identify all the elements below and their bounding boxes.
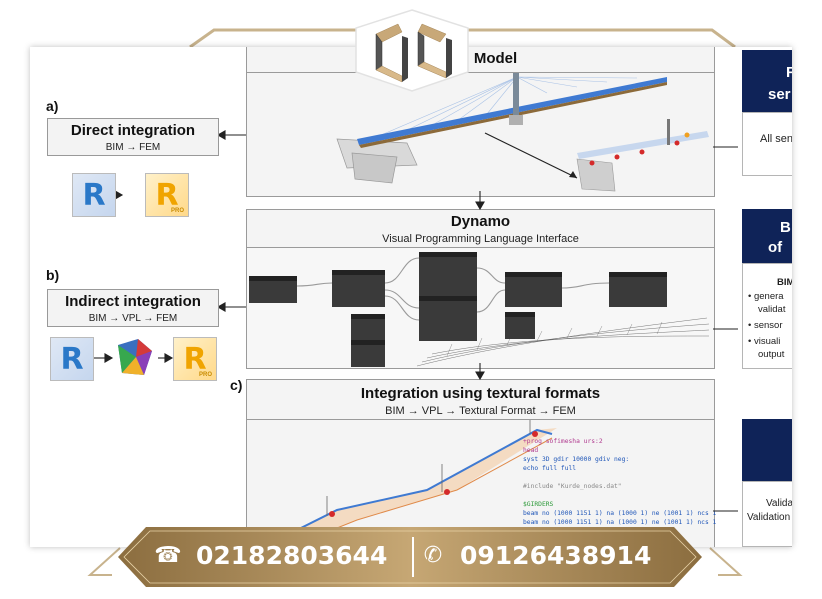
indirect-integration-box: Indirect integration BIM → VPL → FEM [47, 289, 219, 327]
code-line: echo full full [523, 465, 577, 472]
right-mid-header-line: of [768, 239, 783, 256]
mobile-number[interactable]: 09126438914 [460, 541, 652, 570]
robot-letter: R [155, 177, 179, 213]
label-b: b) [46, 267, 60, 283]
revit-icon: R [50, 337, 94, 381]
textual-subtitle: BIM → VPL → Textural Format → FEM [385, 405, 576, 417]
right-bottom-header [742, 419, 792, 481]
contact-banner [118, 527, 702, 587]
telephone-icon: ☎ [154, 542, 182, 567]
right-top-header-line: ser [768, 86, 791, 103]
dynamo-canvas [247, 248, 714, 368]
right-mid-bullet-cont: validat [758, 304, 786, 315]
dynamo-node [419, 296, 477, 341]
indirect-integration-subtitle: BIM → VPL → FEM [88, 313, 178, 324]
right-mid-header-line: B [780, 219, 791, 236]
dynamo-title-bar [247, 247, 714, 248]
label-c: c) [230, 377, 243, 393]
dynamo-wires [296, 257, 710, 367]
code-line: #include "Kurde_nodes.dat" [523, 483, 622, 490]
dynamo-node [609, 272, 667, 307]
pro-badge: PRO [198, 372, 212, 378]
code-line: beam no (1000 1151 1) na (1000 1) ne (10… [523, 510, 717, 517]
indirect-integration-title: Indirect integration [65, 293, 201, 310]
right-top-header-line: F [786, 64, 792, 81]
phone-number[interactable]: 02182803644 [196, 541, 388, 570]
revit-icon: R [72, 173, 116, 217]
code-line: syst 3D gdir 10000 gdiv neg: [523, 456, 630, 463]
dynamo-node [505, 272, 562, 307]
revit-letter: R [60, 341, 84, 377]
dynamo-title: Dynamo [450, 213, 511, 230]
right-mid-header: B of [742, 209, 792, 263]
pro-badge: PRO [170, 208, 184, 214]
dynamo-panel: Dynamo Visual Programming Language Inter… [246, 209, 715, 369]
dynamo-node [249, 276, 297, 303]
label-a: a) [46, 98, 59, 114]
dynamo-node [332, 270, 385, 307]
code-line: head [523, 447, 539, 454]
model-panel: Model [246, 47, 715, 197]
right-bottom-text: Validation [747, 512, 791, 523]
right-top-header: F ser [742, 50, 792, 112]
textual-panel: Integration using textural formats BIM →… [246, 379, 717, 547]
direct-integration-box: Direct integration BIM → FEM [47, 118, 219, 156]
dynamo-icon [114, 337, 156, 379]
code-line: $GIRDERS [523, 501, 554, 508]
right-top-text: All sen [760, 133, 792, 145]
right-mid-bullet: • genera [748, 291, 784, 302]
code-line: beam no (1000 1151 1) na (1000 1) ne (10… [523, 519, 717, 526]
right-bottom-text: Valida [766, 498, 792, 509]
direct-integration-subtitle: BIM → FEM [105, 142, 161, 153]
dynamo-node [419, 252, 477, 297]
right-mid-heading: BIM [777, 277, 792, 288]
right-bottom-box: Valida Validation [742, 481, 792, 547]
bridge-model-illustration [336, 73, 709, 192]
phone-call-icon: ✆ [423, 542, 443, 567]
brand-logo [352, 8, 472, 93]
dynamo-node [351, 314, 385, 341]
dynamo-subtitle: Visual Programming Language Interface [382, 233, 579, 245]
right-mid-bullet: • sensor [748, 320, 783, 331]
dynamo-node [351, 340, 385, 367]
right-mid-bullet: • visuali [748, 336, 781, 347]
textual-title-bar [247, 419, 714, 420]
direct-integration-title: Direct integration [70, 122, 196, 139]
revit-letter: R [82, 177, 106, 213]
right-top-box: All sen [742, 112, 792, 176]
right-mid-bullet-cont: output [758, 349, 785, 360]
dynamo-node [505, 312, 535, 339]
textual-title: Integration using textural formats [360, 385, 601, 402]
diagram-card: Model Dynamo [30, 47, 792, 547]
model-title: Model [473, 50, 518, 67]
right-mid-box: BIM • genera validat • sensor • visuali … [742, 263, 792, 369]
model-title-bar [247, 72, 714, 73]
robot-letter: R [183, 341, 207, 377]
code-line: +prog sofimesha urs:2 [523, 438, 603, 445]
